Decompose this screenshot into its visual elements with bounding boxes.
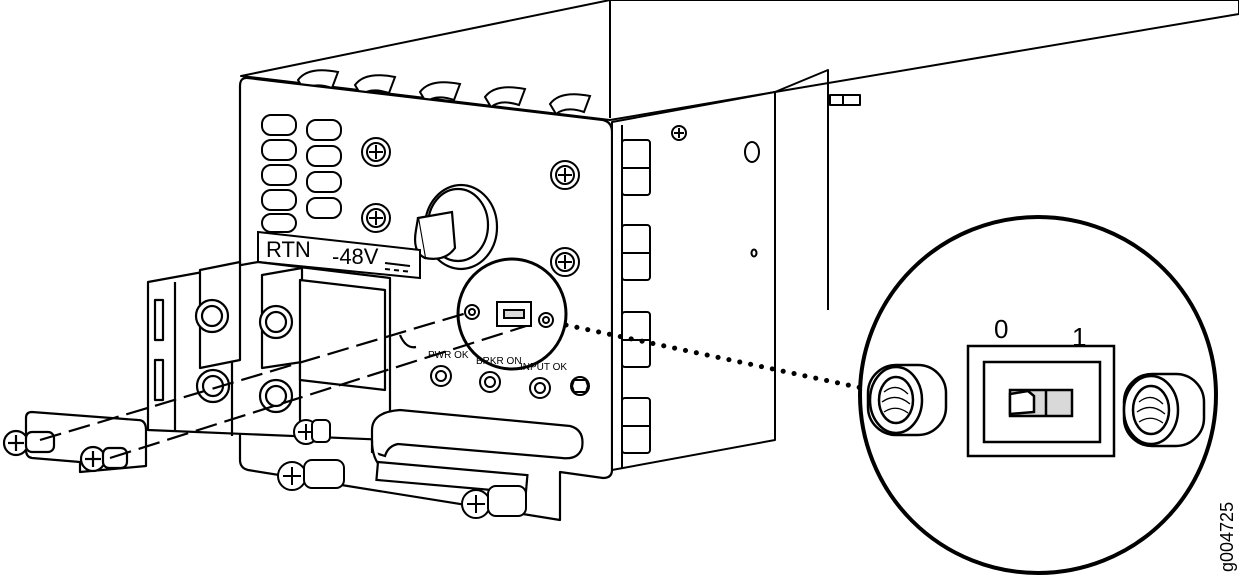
rotary-knob [413,183,499,271]
led-label-brkr-on: BRKR ON [476,356,522,367]
figure-id: g004725 [1217,502,1237,572]
led-label-input-ok: INPUT OK [520,362,567,373]
terminal-cover [2,410,148,474]
terminal-label-strip [257,230,421,280]
alignment-guides [39,310,546,460]
chassis-top [240,0,1239,310]
switch-position-off: 0 [994,314,1008,344]
terminal-block [146,260,417,442]
status-leds [430,365,590,399]
voltage-label: -48V [332,244,379,269]
switch-position-on: 1 [1072,322,1086,352]
vent-slots [261,114,342,233]
side-panel [611,91,776,471]
handle [370,408,584,495]
panel-switch [464,301,554,328]
side-slots [621,139,651,454]
bottom-screws [277,419,527,519]
callout-marker [456,257,568,371]
led-label-pwr-ok: PWR OK [428,350,469,361]
panel-screws [361,137,580,277]
magnified-detail [858,215,1218,575]
rtn-label: RTN [266,237,311,262]
